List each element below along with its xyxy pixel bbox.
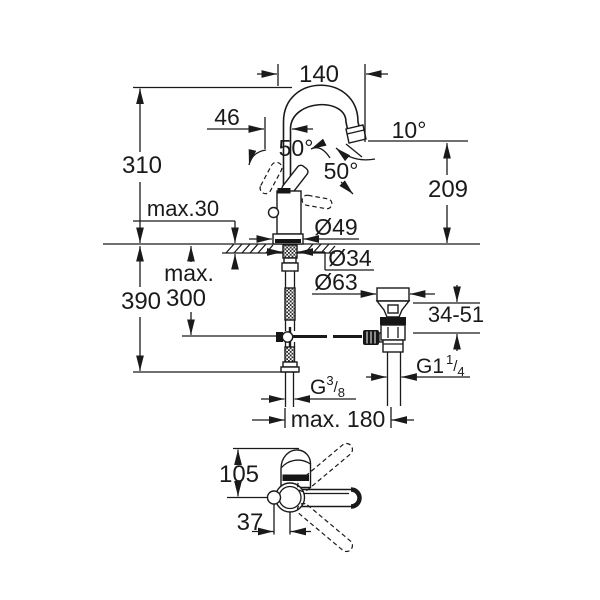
waste-seal-ring bbox=[380, 317, 406, 325]
dim-label-390: 390 bbox=[121, 288, 161, 315]
dim-label-o34: Ø34 bbox=[328, 245, 372, 271]
dim-label-10deg: 10° bbox=[392, 117, 427, 143]
swing-leader bbox=[339, 180, 354, 195]
handle-lever bbox=[248, 138, 354, 210]
dim-label-310: 310 bbox=[122, 152, 162, 179]
top-view-body bbox=[280, 449, 312, 489]
side-knob bbox=[267, 206, 280, 219]
dim-label-46: 46 bbox=[214, 104, 240, 130]
pop-up-waste bbox=[375, 287, 411, 406]
flex-hose-lower bbox=[285, 347, 295, 362]
dim-label-50deg-lower: 50° bbox=[324, 158, 359, 184]
dimension-annotations: 140 46 310 50° 50° 10° 209 bbox=[121, 61, 484, 432]
dim-deck-thickness: max.30 bbox=[133, 196, 239, 270]
dim-label-300: 300 bbox=[166, 285, 206, 312]
mixer-body bbox=[267, 188, 304, 245]
dim-supply-thread: G3/8 bbox=[261, 373, 356, 403]
dim-hose-length: max. 300 bbox=[164, 246, 214, 335]
dim-label-o49: Ø49 bbox=[314, 214, 357, 240]
dim-label-o63: Ø63 bbox=[314, 269, 357, 295]
dim-pivot-offset: 37 bbox=[237, 504, 311, 536]
pop-up-rod bbox=[182, 330, 385, 345]
swing-arc-mid bbox=[310, 138, 331, 159]
outlet-angle-tick bbox=[345, 143, 363, 158]
dim-label-max-line1: max. bbox=[164, 260, 214, 286]
dim-centre-distance: max. 180 bbox=[252, 406, 414, 432]
waste-flange-cup bbox=[376, 287, 410, 302]
side-view-faucet bbox=[103, 84, 480, 407]
dim-base-diameter: Ø49 bbox=[249, 214, 359, 243]
swing-arc-left bbox=[248, 149, 267, 166]
dim-spout-reach: 140 bbox=[257, 61, 388, 142]
dim-label-209: 209 bbox=[428, 176, 468, 203]
lever-swing-down-dashed bbox=[296, 502, 354, 553]
check-nut bbox=[280, 366, 300, 373]
rod-ball-joint bbox=[281, 331, 294, 343]
threaded-shank bbox=[283, 245, 297, 258]
flex-hose-upper bbox=[285, 288, 295, 320]
dim-label-34-51: 34-51 bbox=[428, 302, 484, 327]
dim-label-50deg-upper: 50° bbox=[279, 135, 314, 161]
dim-label-105: 105 bbox=[219, 461, 259, 488]
dim-label-140: 140 bbox=[299, 61, 339, 88]
dim-outlet-height: 209 bbox=[368, 140, 468, 243]
dim-lever-height: 105 bbox=[219, 447, 299, 499]
dim-label-max180: max. 180 bbox=[291, 406, 386, 432]
front-knob bbox=[266, 490, 282, 505]
handle-raised-dashed bbox=[259, 161, 283, 195]
dim-label-37: 37 bbox=[237, 509, 264, 536]
dim-clamping-range: 34-51 bbox=[413, 285, 484, 351]
mounting-nut bbox=[281, 262, 299, 272]
spout bbox=[282, 84, 367, 191]
dim-label-max30: max.30 bbox=[147, 196, 219, 221]
dim-total-height: 390 bbox=[121, 246, 297, 373]
dim-outlet-angle: 10° bbox=[335, 117, 427, 162]
aerator-cap bbox=[345, 124, 367, 144]
dim-handle-to-spout: 46 bbox=[207, 104, 313, 149]
dim-height-above-deck: 310 bbox=[122, 86, 292, 243]
top-view-faucet: 105 37 bbox=[219, 442, 362, 553]
dim-waste-flange-diameter: Ø63 bbox=[312, 269, 435, 298]
dim-label-g38: G3/8 bbox=[310, 373, 345, 400]
supply-assembly bbox=[276, 244, 300, 407]
handle-lowered-dashed bbox=[301, 194, 333, 210]
dim-shank-diameter: Ø34 bbox=[266, 245, 374, 271]
